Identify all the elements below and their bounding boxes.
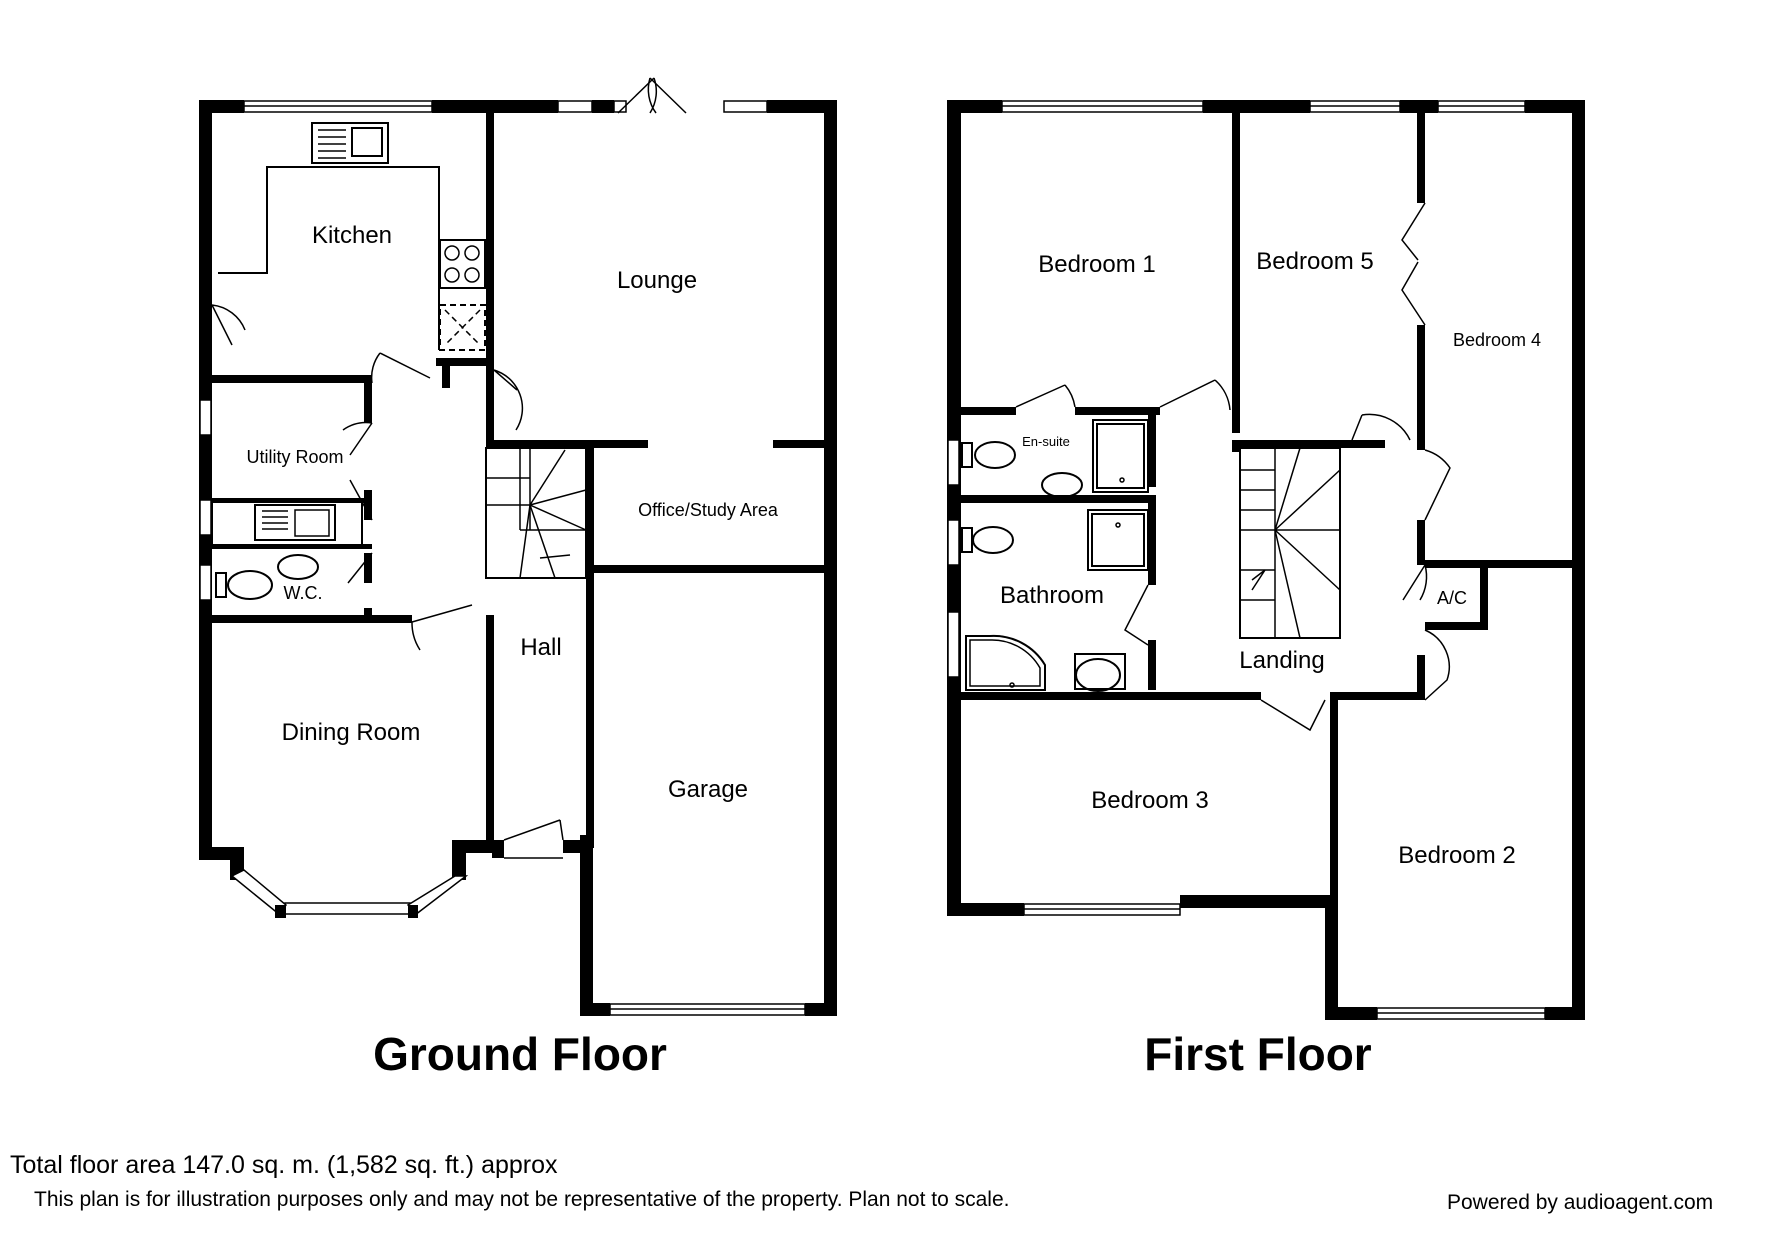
room-label-garage: Garage [668,776,748,803]
room-label-en-suite: En-suite [1022,434,1070,449]
room-label-office-study: Office/Study Area [638,500,779,520]
first-floor-title: First Floor [1144,1028,1372,1080]
room-label-landing: Landing [1239,647,1324,674]
ground-staircase [485,447,587,579]
utility-fittings [211,499,363,600]
room-label-bedroom-4: Bedroom 4 [1453,330,1541,350]
room-label-bedroom-1: Bedroom 1 [1038,251,1155,278]
first-floor-windows [947,100,1546,1020]
room-label-bedroom-3: Bedroom 3 [1091,787,1208,814]
ground-floor-walls [199,100,837,1016]
ground-floor-labels: Kitchen Lounge Utility Room Office/Study… [246,222,778,803]
kitchen-fittings [218,122,486,351]
first-floor-doors [1015,202,1451,732]
first-staircase [1239,447,1341,639]
first-floor-plan: Bedroom 1 Bedroom 5 Bedroom 4 En-suite B… [947,100,1585,1080]
first-floor-fittings [961,419,1149,692]
room-label-wc: W.C. [284,583,323,603]
room-label-kitchen: Kitchen [312,222,392,249]
room-label-bathroom: Bathroom [1000,582,1104,609]
room-label-bedroom-2: Bedroom 2 [1398,842,1515,869]
disclaimer-text: This plan is for illustration purposes o… [34,1188,1010,1211]
ground-floor-doors [211,77,687,859]
room-label-lounge: Lounge [617,267,697,294]
room-label-ac: A/C [1437,588,1467,608]
powered-by-credit: Powered by audioagent.com [1447,1191,1714,1214]
ground-floor-windows [199,100,806,1016]
first-floor-walls [947,100,1585,1020]
first-floor-labels: Bedroom 1 Bedroom 5 Bedroom 4 En-suite B… [1000,248,1541,869]
bay-window [230,853,469,918]
room-label-bedroom-5: Bedroom 5 [1256,248,1373,275]
room-label-hall: Hall [520,634,561,661]
room-label-utility-room: Utility Room [246,447,343,467]
room-label-dining-room: Dining Room [282,719,421,746]
total-floor-area: Total floor area 147.0 sq. m. (1,582 sq.… [10,1151,558,1179]
ground-floor-title: Ground Floor [373,1028,667,1080]
ground-floor-plan: Kitchen Lounge Utility Room Office/Study… [199,77,837,1080]
